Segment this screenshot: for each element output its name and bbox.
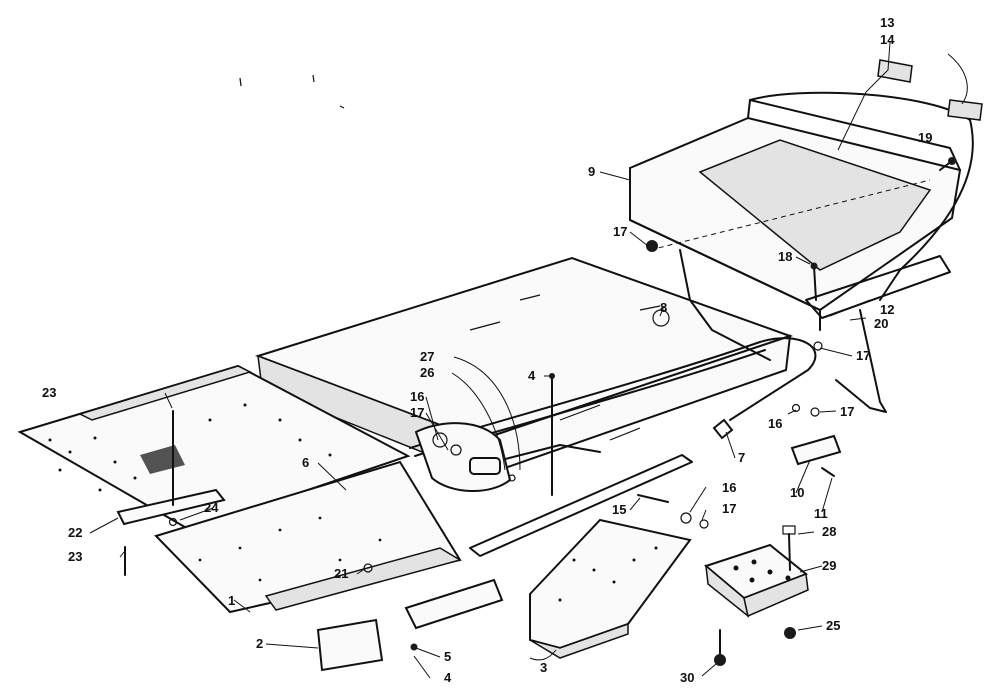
callout-17: 17 bbox=[410, 405, 424, 420]
callout-16: 16 bbox=[410, 389, 424, 404]
callout-25: 25 bbox=[826, 618, 840, 633]
callout-12: 12 bbox=[880, 302, 894, 317]
callout-labels: 13 14 19 9 17 18 12 20 17 8 27 26 4 16 1… bbox=[42, 15, 932, 685]
rear-rack-assembly bbox=[629, 91, 974, 413]
callout-17: 17 bbox=[722, 501, 736, 516]
mud-flap-plate bbox=[316, 618, 384, 672]
callout-28: 28 bbox=[822, 524, 836, 539]
callout-16: 16 bbox=[768, 416, 782, 431]
frame-bracket bbox=[529, 518, 692, 659]
specks bbox=[239, 74, 345, 109]
callout-4: 4 bbox=[444, 670, 452, 685]
bracket-22 bbox=[116, 488, 226, 526]
callout-17: 17 bbox=[856, 348, 870, 363]
callout-2: 2 bbox=[256, 636, 263, 651]
callout-4: 4 bbox=[528, 368, 536, 383]
decals bbox=[877, 59, 983, 121]
callout-23: 23 bbox=[68, 549, 82, 564]
footrest-panel bbox=[154, 460, 462, 614]
hardware bbox=[124, 157, 956, 666]
callout-29: 29 bbox=[822, 558, 836, 573]
leader-lines bbox=[89, 41, 968, 679]
callout-5: 5 bbox=[444, 649, 451, 664]
callout-18: 18 bbox=[778, 249, 792, 264]
callout-20: 20 bbox=[874, 316, 888, 331]
hitch-plate bbox=[703, 543, 809, 618]
rear-tunnel-deck bbox=[254, 256, 794, 478]
callout-30: 30 bbox=[680, 670, 694, 685]
callout-1: 1 bbox=[228, 593, 235, 608]
callout-8: 8 bbox=[660, 300, 667, 315]
callout-6: 6 bbox=[302, 455, 309, 470]
callout-10: 10 bbox=[790, 485, 804, 500]
callout-16: 16 bbox=[722, 480, 736, 495]
callout-19: 19 bbox=[918, 130, 932, 145]
rivet-holes bbox=[48, 403, 332, 492]
callout-17: 17 bbox=[840, 404, 854, 419]
callout-14: 14 bbox=[880, 32, 895, 47]
callout-22: 22 bbox=[68, 525, 82, 540]
callout-24: 24 bbox=[204, 500, 219, 515]
callout-9: 9 bbox=[588, 164, 595, 179]
reflector-plate bbox=[404, 578, 504, 630]
callout-26: 26 bbox=[420, 365, 434, 380]
callout-7: 7 bbox=[738, 450, 745, 465]
callout-15: 15 bbox=[612, 502, 626, 517]
callout-21: 21 bbox=[334, 566, 348, 581]
callout-3: 3 bbox=[540, 660, 547, 675]
callout-13: 13 bbox=[880, 15, 894, 30]
callout-23: 23 bbox=[42, 385, 56, 400]
callout-17: 17 bbox=[613, 224, 627, 239]
callout-27: 27 bbox=[420, 349, 434, 364]
callout-11: 11 bbox=[814, 506, 828, 521]
